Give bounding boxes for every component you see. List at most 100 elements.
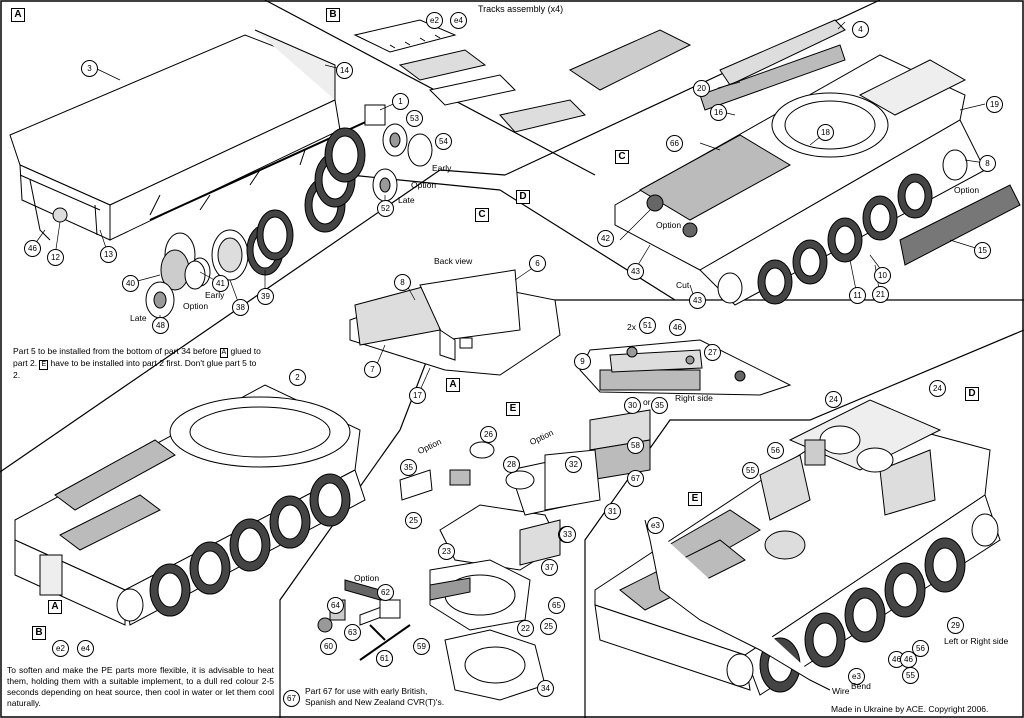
part-callout-1: 1 xyxy=(392,93,409,110)
section-label-d: D xyxy=(965,387,979,401)
part-callout-46: 46 xyxy=(900,651,917,668)
section-label-e: E xyxy=(688,492,702,506)
part-callout-39: 39 xyxy=(257,288,274,305)
part-callout-65: 65 xyxy=(548,597,565,614)
part-callout-25: 25 xyxy=(540,618,557,635)
part-callout-9: 9 xyxy=(574,353,591,370)
label-left-or-right-side: Left or Right side xyxy=(944,636,1009,646)
section-label-a: A xyxy=(48,600,62,614)
section-a-bottom-drawing xyxy=(14,384,366,626)
section-label-a: A xyxy=(11,8,25,22)
part-callout-42: 42 xyxy=(597,230,614,247)
part-callout-33: 33 xyxy=(559,526,576,543)
part-callout-e4: e4 xyxy=(77,640,94,657)
part-callout-38: 38 xyxy=(232,299,249,316)
part-callout-51: 51 xyxy=(639,317,656,334)
section-e-final-drawing xyxy=(594,399,1001,696)
label-option: Option xyxy=(354,573,380,583)
part-callout-35: 35 xyxy=(651,397,668,414)
part-callout-46: 46 xyxy=(24,240,41,257)
part-callout-56: 56 xyxy=(912,640,929,657)
part-callout-56: 56 xyxy=(767,442,784,459)
part-callout-66: 66 xyxy=(666,135,683,152)
section-c-top-drawing xyxy=(614,19,1021,306)
part-callout-48: 48 xyxy=(152,317,169,334)
part-callout-31: 31 xyxy=(604,503,621,520)
part-callout-35: 35 xyxy=(400,459,417,476)
part-callout-2: 2 xyxy=(289,369,306,386)
part-callout-e2: e2 xyxy=(52,640,69,657)
part-callout-26: 26 xyxy=(480,426,497,443)
note-part5-box-a: A xyxy=(219,348,229,358)
section-b-drawing xyxy=(353,19,692,133)
part-callout-32: 32 xyxy=(565,456,582,473)
section-a-drawing xyxy=(9,29,433,319)
part-callout-14: 14 xyxy=(336,62,353,79)
part-callout-e3: e3 xyxy=(647,517,664,534)
part-callout-60: 60 xyxy=(320,638,337,655)
sheet-title: Tracks assembly (x4) xyxy=(478,4,564,14)
section-label-b: B xyxy=(326,8,340,22)
part-callout-10: 10 xyxy=(874,267,891,284)
part-callout-25: 25 xyxy=(405,512,422,529)
note-part5-mid1: glued to part 2. xyxy=(13,346,261,368)
part-callout-37: 37 xyxy=(541,559,558,576)
label-late: Late xyxy=(130,313,147,323)
part-callout-e2: e2 xyxy=(426,12,443,29)
section-label-a: A xyxy=(446,378,460,392)
label-option: Option xyxy=(954,185,980,195)
note-soften-pe: To soften and make the PE parts more fle… xyxy=(7,665,274,708)
part-callout-7: 7 xyxy=(364,361,381,378)
part-callout-6: 6 xyxy=(529,255,546,272)
label-early: Early xyxy=(205,290,225,300)
note-part67: Part 67 for use with early British, Span… xyxy=(305,686,445,707)
part-callout-29: 29 xyxy=(947,617,964,634)
label-back-view: Back view xyxy=(434,256,473,266)
part-callout-24: 24 xyxy=(929,380,946,397)
section-label-e: E xyxy=(506,402,520,416)
part-callout-43: 43 xyxy=(689,292,706,309)
part-callout-62: 62 xyxy=(377,584,394,601)
part-callout-23: 23 xyxy=(438,543,455,560)
section-label-c: C xyxy=(615,150,629,164)
part-callout-17: 17 xyxy=(409,387,426,404)
part-callout-13: 13 xyxy=(100,246,117,263)
note-part5: Part 5 to be installed from the bottom o… xyxy=(13,346,263,381)
part-callout-67: 67 xyxy=(283,690,300,707)
label-late: Late xyxy=(398,195,415,205)
label-option: Option xyxy=(656,220,682,230)
part-callout-22: 22 xyxy=(517,620,534,637)
part-callout-8: 8 xyxy=(394,274,411,291)
part-callout-3: 3 xyxy=(81,60,98,77)
part-callout-40: 40 xyxy=(122,275,139,292)
part-callout-28: 28 xyxy=(503,456,520,473)
label-or: or xyxy=(643,397,651,407)
part-callout-24: 24 xyxy=(825,391,842,408)
part-callout-11: 11 xyxy=(849,287,866,304)
note-part5-pre: Part 5 to be installed from the bottom o… xyxy=(13,346,218,356)
part-callout-46: 46 xyxy=(669,319,686,336)
part-callout-18: 18 xyxy=(817,124,834,141)
part-callout-27: 27 xyxy=(704,344,721,361)
part-callout-12: 12 xyxy=(47,249,64,266)
part-callout-43: 43 xyxy=(627,263,644,280)
part-callout-20: 20 xyxy=(693,80,710,97)
label-option: Option xyxy=(183,301,209,311)
part-callout-58: 58 xyxy=(627,437,644,454)
copyright: Made in Ukraine by ACE. Copyright 2006. xyxy=(831,704,989,714)
part-callout-8: 8 xyxy=(979,155,996,172)
part-callout-34: 34 xyxy=(537,680,554,697)
note-part5-mid2: have to be installed into part 2 first. xyxy=(50,358,183,368)
section-e-drawing xyxy=(317,409,651,701)
part-callout-63: 63 xyxy=(344,624,361,641)
part-callout-30: 30 xyxy=(624,397,641,414)
part-callout-52: 52 xyxy=(377,200,394,217)
part-callout-19: 19 xyxy=(986,96,1003,113)
section-label-b: B xyxy=(32,626,46,640)
part-callout-64: 64 xyxy=(327,597,344,614)
section-d-drawing xyxy=(579,339,792,396)
part-callout-4: 4 xyxy=(852,21,869,38)
part-callout-e4: e4 xyxy=(450,12,467,29)
